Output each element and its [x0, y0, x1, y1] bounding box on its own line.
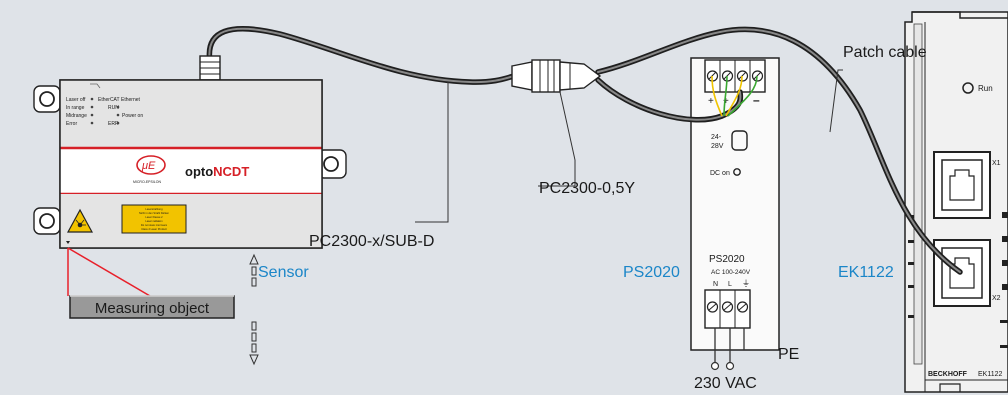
laser-warning-icon	[66, 208, 94, 233]
led-label: RUN	[108, 105, 119, 111]
ek1122-port-x1	[933, 151, 991, 219]
led-label: Error	[66, 121, 77, 127]
status-led	[1002, 260, 1008, 266]
status-led	[1002, 236, 1008, 242]
led-label: In range	[66, 105, 85, 111]
brand-opto: opto	[185, 164, 213, 179]
status-led	[1002, 284, 1008, 290]
polarity-label: +	[708, 96, 714, 107]
cables	[206, 25, 963, 275]
terminal-label: N	[713, 281, 718, 288]
run-label: Run	[978, 84, 993, 93]
laser-beam	[67, 247, 151, 297]
logo-text: MICRO-EPSILON	[133, 180, 161, 184]
pe-label: PE	[778, 346, 799, 363]
polarity-label: +	[723, 96, 729, 107]
voltage-label: 28V	[711, 143, 724, 150]
pc2300-subd-label: PC2300-x/SUB-D	[309, 233, 434, 250]
polarity-label: –	[753, 93, 760, 107]
ek1122-model-label: EK1122	[978, 371, 1002, 378]
measuring-range-arrow	[249, 253, 259, 366]
ps2020-power-supply: + + – – 24- 28V DC on PS2020 AC 100-240V…	[690, 57, 780, 351]
ps2020-model-label: PS2020	[709, 254, 745, 265]
pc2300-y-label: PC2300-0,5Y	[539, 180, 635, 197]
led-label: Power on	[122, 113, 143, 119]
led-label: Midrange	[66, 113, 87, 119]
sensor-housing	[33, 79, 347, 249]
svg-text:μE: μE	[141, 160, 156, 172]
led-label: ERR	[108, 121, 119, 127]
laser-warning: Laserstrahlung Nicht in den Strahl blick…	[66, 204, 187, 244]
warning-text: Nicht in den Strahl blicken	[139, 211, 170, 215]
beam-exit-icon	[66, 241, 70, 244]
patch-cable-label: Patch cable	[843, 44, 927, 61]
svg-text:optoNCDT: optoNCDT	[185, 164, 249, 179]
x1-label: X1	[992, 160, 1001, 167]
micro-epsilon-logo	[136, 155, 166, 175]
warning-text: Laserstrahlung	[145, 207, 163, 211]
ac-range-label: AC 100-240V	[711, 269, 751, 276]
sensor-branding: μE MICRO-EPSILON optoNCDT	[133, 155, 249, 184]
sensor-led-panel: Laser off In range Midrange Error EtherC…	[66, 97, 143, 127]
led-label: EtherCAT	[98, 97, 120, 103]
voltage-trimmer-icon	[731, 130, 748, 151]
ek1122-label: EK1122	[838, 264, 894, 281]
ps2020-label: PS2020	[623, 264, 680, 281]
terminal-label: L	[728, 281, 732, 288]
measuring-object-label: Measuring object	[95, 300, 210, 317]
mains-wiring	[710, 328, 770, 371]
warning-text: Laser Klasse 2	[145, 215, 163, 219]
dc-on-led	[733, 168, 741, 176]
led-label: Ethernet	[121, 97, 141, 103]
terminal-label: ⏚	[742, 279, 750, 288]
led-label: Laser off	[66, 97, 86, 103]
sensor-label: Sensor	[258, 264, 309, 281]
dc-on-label: DC on	[710, 170, 730, 177]
status-led	[1002, 212, 1008, 218]
leader-lines	[415, 69, 843, 223]
measuring-object: Measuring object	[69, 295, 235, 319]
warning-text: Class 2 Laser Product	[141, 227, 167, 231]
cable-gland	[199, 55, 221, 81]
x2-label: X2	[992, 295, 1001, 302]
mains-label: 230 VAC	[694, 375, 757, 392]
run-led	[962, 82, 974, 94]
beckhoff-brand: BECKHOFF	[928, 371, 968, 378]
warning-text: Do not stare into beam	[141, 223, 167, 227]
brand-ncdt: NCDT	[213, 164, 249, 179]
y-connector	[511, 59, 602, 93]
warning-text: Laser radiation	[145, 219, 163, 223]
ek1122-module: Run X1 X2 BECKHOFF EK1122	[904, 11, 1008, 393]
voltage-label: 24-	[711, 134, 722, 141]
